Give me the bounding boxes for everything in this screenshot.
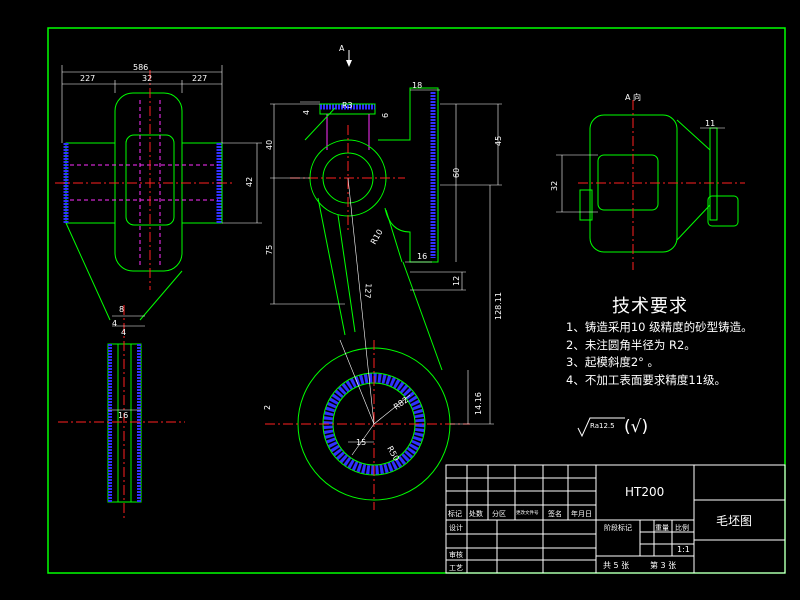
front-view [265, 50, 502, 510]
dim-label: 227 [192, 74, 207, 83]
dim-label: 11 [705, 119, 715, 128]
tech-requirement-item: 2、未注圆角半径为 R2。 [566, 337, 696, 352]
dim-label: 18 [412, 81, 422, 90]
title-block-check: 审核 [449, 551, 463, 559]
dim-label: 4 [121, 328, 126, 337]
title-block-scale: 1:1 [677, 545, 690, 554]
view-a-label: A 向 [625, 92, 641, 102]
view-direction-arrow-label: A [339, 44, 345, 53]
dim-label: 16 [118, 411, 128, 420]
title-block-design: 设计 [449, 524, 463, 532]
dim-label: 60 [452, 168, 461, 178]
dim-label: 32 [142, 74, 152, 83]
dim-label: 2 [263, 405, 272, 410]
dim-label: R10 [369, 228, 385, 246]
dim-label: 75 [265, 245, 274, 255]
tech-requirements-title: 技术要求 [612, 296, 688, 317]
title-block-header-count: 处数 [469, 510, 483, 518]
roughness-symbol [577, 417, 625, 438]
dim-label: 32 [550, 181, 559, 191]
view-a-bottom-lug [707, 195, 739, 227]
left-view-body-outline [114, 92, 183, 272]
dim-label: 42 [245, 177, 254, 187]
dim-label: R3 [342, 101, 353, 110]
dim-label: 40 [265, 140, 274, 150]
dim-label: 16 [417, 252, 427, 261]
tech-requirement-item: 3、起模斜度2° 。 [566, 355, 660, 369]
title-block-header-zone: 分区 [492, 510, 506, 518]
title-block-grid [445, 464, 786, 574]
dim-label: 127 [363, 283, 373, 299]
title-block-weight: 重量 [655, 524, 669, 532]
dim-label: 227 [80, 74, 95, 83]
title-block-header-mark: 标记 [448, 510, 462, 518]
left-view [55, 65, 262, 520]
dim-label: 8 [119, 305, 124, 314]
dim-label: 4 [302, 110, 311, 115]
tech-requirement-item: 4、不加工表面要求精度11级。 [566, 372, 726, 387]
dim-label: 45 [494, 136, 503, 146]
roughness-paren-symbol: (√) [624, 417, 648, 437]
left-view-inner-boss [125, 134, 175, 226]
dim-label: 12 [452, 276, 461, 286]
tech-requirement-item: 1、铸造采用10 级精度的砂型铸造。 [566, 320, 753, 334]
dim-label: R50 [385, 445, 401, 463]
drawing-border [47, 27, 786, 574]
roughness-value: Ra12.5 [590, 422, 615, 430]
title-block-material: HT200 [625, 485, 665, 499]
title-block-sheet-no: 第 3 张 [650, 561, 677, 570]
title-block-header-date: 年月日 [571, 510, 592, 518]
title-block-process: 工艺 [449, 564, 463, 572]
view-a [556, 100, 745, 270]
title-block-sheets-total: 共 5 张 [603, 561, 630, 570]
dim-label: 15 [356, 438, 366, 447]
title-block-header-change-doc: 更改文件号 [516, 511, 539, 516]
dim-label: 6 [381, 113, 390, 118]
dim-label: 14.16 [474, 392, 483, 415]
view-a-right-tab [709, 127, 718, 221]
dim-label: 586 [133, 63, 148, 72]
title-block-header-signature: 签名 [548, 510, 562, 518]
tech-requirements-list: 1、铸造采用10 级精度的砂型铸造。 2、未注圆角半径为 R2。 3、起模斜度2… [566, 319, 753, 389]
dim-label: 128.11 [494, 292, 503, 320]
title-block-stage-mark: 阶段标记 [604, 524, 632, 532]
title-block-drawing-name: 毛坯图 [716, 514, 753, 528]
view-a-left-lug [579, 189, 593, 221]
title-block-scale-label: 比例 [675, 524, 689, 532]
dim-label: 4 [112, 319, 117, 328]
